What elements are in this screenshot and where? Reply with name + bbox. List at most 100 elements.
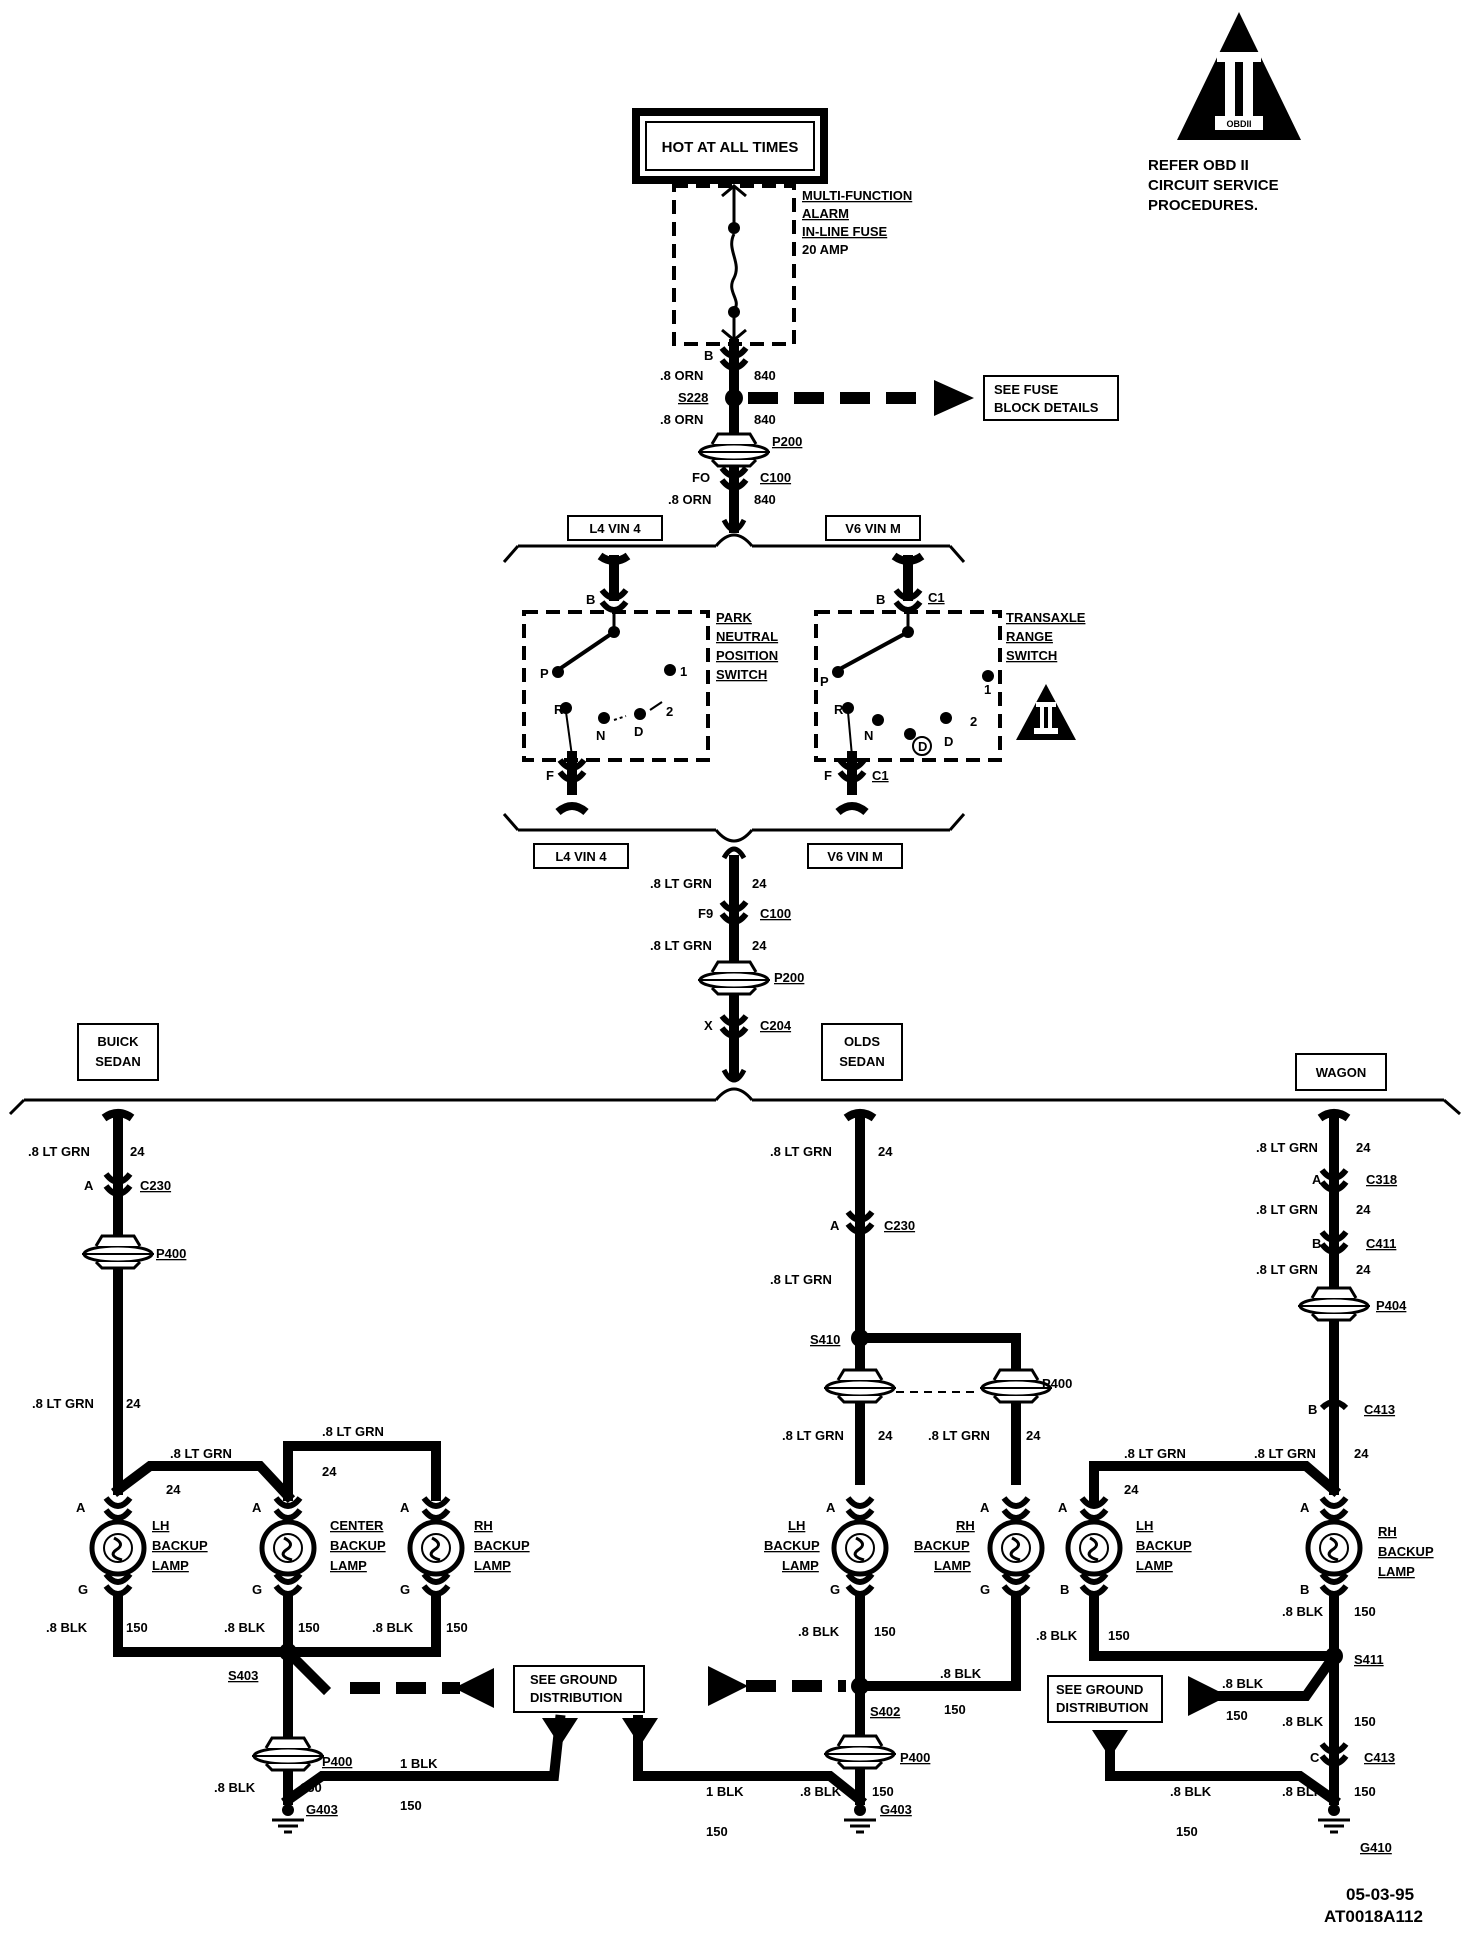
olds-lamp-rh-1: RH (956, 1518, 975, 1533)
buick-blk-2: .8 BLK (224, 1620, 266, 1635)
splice-s228-dot (725, 389, 743, 407)
buick-c230: C230 (140, 1178, 171, 1193)
buick-wire-mid: .8 LT GRN (32, 1396, 94, 1411)
pos-2-left-label: 2 (666, 704, 673, 719)
wagon-circ-3: 24 (1356, 1262, 1371, 1277)
olds-s402: S402 (870, 1704, 900, 1719)
transaxle-range-switch-label: TRANSAXLE RANGE SWITCH (1006, 610, 1086, 663)
transaxle-range-switch (814, 552, 1002, 816)
olds-p400: P400 (1042, 1376, 1072, 1391)
wagon-circuit (1068, 1109, 1372, 1834)
buick-lamp-lh-3: LAMP (152, 1558, 189, 1573)
wagon-pin-a1: A (1058, 1500, 1068, 1515)
wagon-lamp-lh-2: BACKUP (1136, 1538, 1192, 1553)
footer-code: AT0018A112 (1324, 1907, 1423, 1926)
buick-p400-b: P400 (322, 1754, 352, 1769)
wagon-circ-2: 24 (1356, 1202, 1371, 1217)
olds-c150-2: 150 (944, 1702, 966, 1717)
buick-circ-lh-center: 24 (166, 1482, 181, 1497)
wagon-pin-c: C (1310, 1750, 1320, 1765)
wagon-label: WAGON (1316, 1065, 1367, 1080)
v6-vin-bottom-box (807, 843, 903, 869)
buick-lamp-center-2: BACKUP (330, 1538, 386, 1553)
buick-wire-top: .8 LT GRN (28, 1144, 90, 1159)
overdrive-circle-icon (912, 736, 932, 756)
buick-pin-a1: A (76, 1500, 86, 1515)
wagon-wire-3: .8 LT GRN (1256, 1262, 1318, 1277)
fuse-label: MULTI-FUNCTION ALARM IN-LINE FUSE 20 AMP (802, 188, 912, 257)
wagon-c150-4: 150 (1354, 1714, 1376, 1729)
pos-p-right-label: P (820, 674, 829, 689)
buick-ground-ref-line-1: SEE GROUND (530, 1672, 617, 1687)
pin-b-label: B (704, 348, 713, 363)
buick-ground-ref-box (513, 1665, 645, 1713)
pos-n-right-label: N (864, 728, 873, 743)
olds-c150-1: 150 (874, 1624, 896, 1639)
engine-bracket-bottom (502, 813, 966, 843)
obd-notice: REFER OBD II CIRCUIT SERVICE PROCEDURES. (1148, 157, 1279, 214)
obd-small-label: OBDII (1226, 119, 1251, 129)
mid-circ-label-2: 24 (752, 938, 767, 953)
mid-circ-label-1: 24 (752, 876, 767, 891)
wagon-pin-b-r: B (1300, 1582, 1309, 1597)
buick-c150-1: 150 (126, 1620, 148, 1635)
olds-label-2: SEDAN (839, 1054, 885, 1069)
olds-pin-g1: G (830, 1582, 840, 1597)
pin-b-right-label: B (876, 592, 885, 607)
olds-wire-l: .8 LT GRN (782, 1428, 844, 1443)
branch-break-low-icon (721, 1068, 747, 1083)
branch-break-top-icon (721, 518, 747, 533)
wagon-pin-a: A (1312, 1172, 1322, 1187)
olds-s410: S410 (810, 1332, 840, 1347)
pos-1-right-label: 1 (984, 682, 991, 697)
olds-lamp-lh-1: LH (788, 1518, 805, 1533)
wagon-pin-b2: B (1308, 1402, 1317, 1417)
l4-vin-top-label: L4 VIN 4 (589, 521, 641, 536)
buick-label-1: BUICK (97, 1034, 139, 1049)
pos-r-right-label: R (834, 702, 844, 717)
power-source-box: HOT AT ALL TIMES (632, 108, 828, 184)
fuse-rating: 20 AMP (802, 242, 849, 257)
buick-wire-lh-center: .8 LT GRN (170, 1446, 232, 1461)
wagon-p404: P404 (1376, 1298, 1407, 1313)
wagon-c413-b: C413 (1364, 1750, 1395, 1765)
buick-pin-a2: A (252, 1500, 262, 1515)
svg-text:RANGE: RANGE (1006, 629, 1053, 644)
buick-pin-g2: G (252, 1582, 262, 1597)
wagon-wire-2: .8 LT GRN (1256, 1202, 1318, 1217)
footer-date: 05-03-95 (1346, 1885, 1414, 1904)
splice-s228-label: S228 (678, 390, 708, 405)
olds-sedan-box (821, 1023, 903, 1081)
olds-p400-b: P400 (900, 1750, 930, 1765)
svg-text:NEUTRAL: NEUTRAL (716, 629, 778, 644)
pin-fo-label: FO (692, 470, 710, 485)
obd-switch-warning-icon (1016, 684, 1076, 740)
obd-notice-line-1: REFER OBD II (1148, 157, 1249, 174)
buick-blk-3: .8 BLK (372, 1620, 414, 1635)
buick-p400: P400 (156, 1246, 186, 1261)
wagon-s411: S411 (1354, 1652, 1384, 1667)
v6-vin-bottom-label: V6 VIN M (827, 849, 883, 864)
buick-c150-4: 150 (300, 1780, 322, 1795)
fuse-name-line-1: MULTI-FUNCTION (802, 188, 912, 203)
l4-vin-bottom-box (533, 843, 629, 869)
wagon-wire-1: .8 LT GRN (1256, 1140, 1318, 1155)
buick-c150-5: 150 (400, 1798, 422, 1813)
wagon-blk-1: .8 BLK (1282, 1604, 1324, 1619)
pin-f-left-label: F (546, 768, 554, 783)
pin-f-right-label: F (824, 768, 832, 783)
wagon-box (1295, 1053, 1387, 1091)
buick-pin-a3: A (400, 1500, 410, 1515)
olds-blk-4: .8 BLK (800, 1784, 842, 1799)
buick-c150-2: 150 (298, 1620, 320, 1635)
wagon-blk-5: .8 BLK (1170, 1784, 1212, 1799)
wagon-blk-2: .8 BLK (1036, 1628, 1078, 1643)
park-neutral-switch (522, 552, 710, 816)
olds-wire-top: .8 LT GRN (770, 1144, 832, 1159)
buick-s403: S403 (228, 1668, 258, 1683)
olds-wire-mid: .8 LT GRN (770, 1272, 832, 1287)
inline-fuse-icon (721, 184, 747, 344)
buick-lamp-rh-3: LAMP (474, 1558, 511, 1573)
wagon-circ-1: 24 (1356, 1140, 1371, 1155)
fuse-block-ref-line-2: BLOCK DETAILS (994, 400, 1099, 415)
